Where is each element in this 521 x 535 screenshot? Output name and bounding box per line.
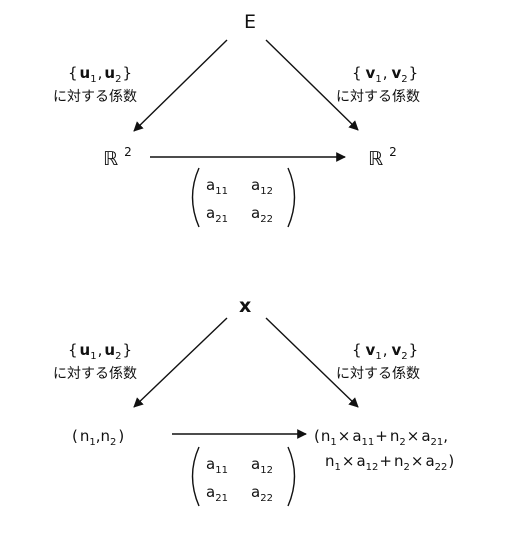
top-matrix-left-paren xyxy=(191,167,200,228)
bottom-matrix-a22: a22 xyxy=(251,483,273,504)
top-arrow-left xyxy=(133,39,228,132)
top-right-caption: に対する係数 xyxy=(336,89,420,105)
top-matrix-right-paren xyxy=(287,167,296,228)
top-right-basis: {v1,v2} xyxy=(352,64,418,85)
bottom-matrix-a12: a12 xyxy=(251,455,273,476)
top-left-caption: に対する係数 xyxy=(53,89,137,105)
top-node-e: E xyxy=(244,11,256,33)
top-matrix: a11 a12 a21 a22 xyxy=(191,167,296,228)
bottom-result-line-1: (n1×a11+n2×a21, xyxy=(314,427,448,448)
bottom-left-basis: {u1,u2} xyxy=(68,341,132,362)
bottom-left-caption: に対する係数 xyxy=(53,366,137,382)
bottom-matrix-a11: a11 xyxy=(206,455,228,476)
bottom-right-caption: に対する係数 xyxy=(336,366,420,382)
bottom-result-line-2: n1×a12+n2×a22) xyxy=(325,452,454,473)
top-matrix-a12: a12 xyxy=(251,176,273,197)
bottom-diagram: x {u1,u2} に対する係数 {v1,v2} に対する係数 (n1,n2) … xyxy=(53,295,454,507)
top-arrow-right xyxy=(265,39,359,131)
bottom-matrix-right-paren xyxy=(287,446,296,507)
bottom-matrix: a11 a12 a21 a22 xyxy=(191,446,296,507)
bottom-arrow-right xyxy=(265,317,359,408)
bottom-arrow-left xyxy=(133,317,228,408)
top-matrix-a21: a21 xyxy=(206,204,228,225)
top-left-basis: {u1,u2} xyxy=(68,64,132,85)
bottom-matrix-a21: a21 xyxy=(206,483,228,504)
bottom-matrix-left-paren xyxy=(191,446,200,507)
top-matrix-a22: a22 xyxy=(251,204,273,225)
bottom-left-tuple: (n1,n2) xyxy=(72,427,124,448)
bottom-node-x: x xyxy=(239,295,251,317)
top-matrix-a11: a11 xyxy=(206,176,228,197)
bottom-right-basis: {v1,v2} xyxy=(352,341,418,362)
